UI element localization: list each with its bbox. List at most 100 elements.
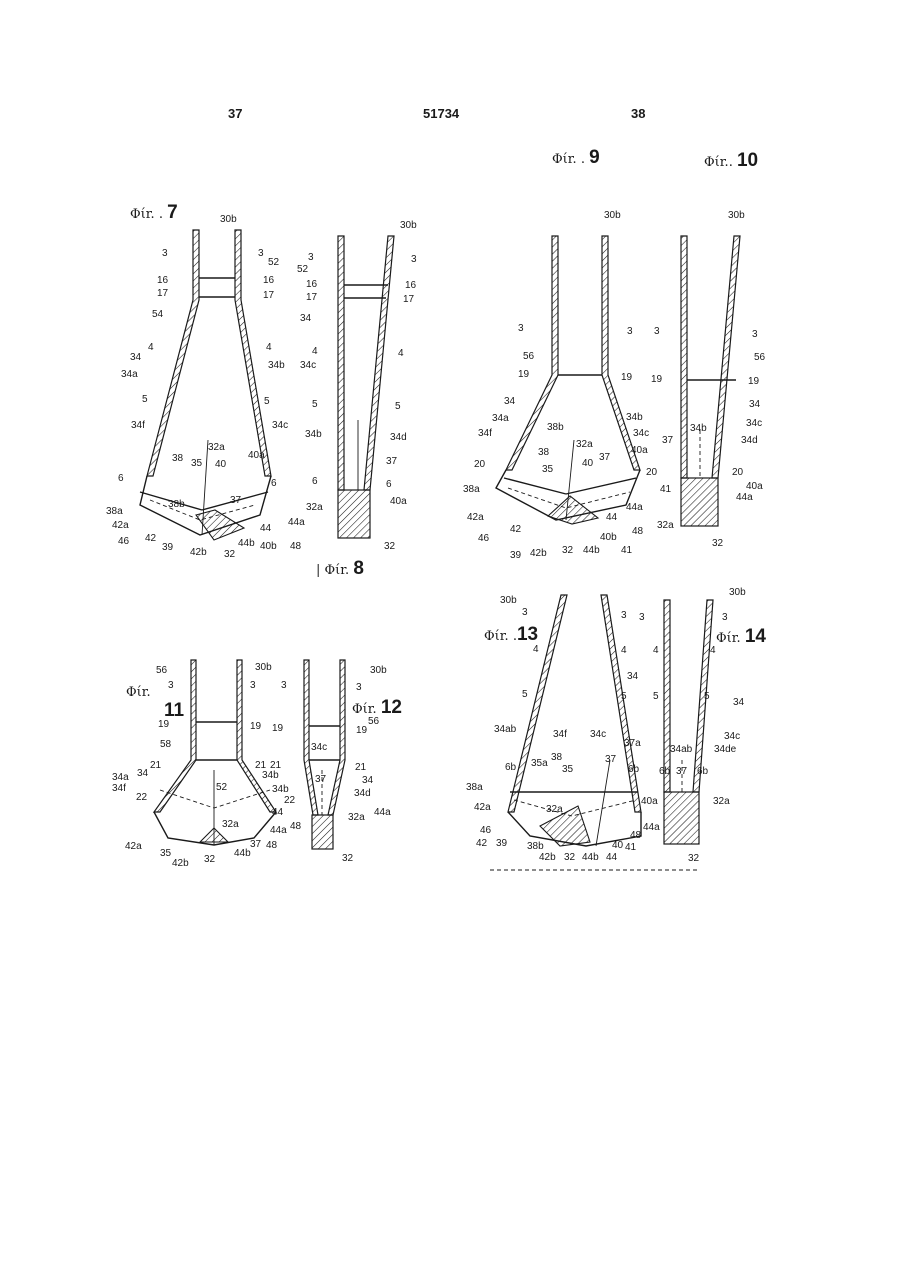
part-number-label: 38 [551,752,563,763]
part-number-label: 17 [403,294,415,305]
part-number-label: 3 [654,326,660,337]
part-number-label: 34a [112,772,129,783]
part-number-label: 44a [643,822,660,833]
part-number-label: 30b [604,210,621,221]
part-number-label: 30b [500,595,517,606]
part-number-label: 35 [542,464,554,475]
part-number-label: 21 [355,762,367,773]
part-number-label: 44 [272,807,284,818]
part-number-label: 37 [676,766,688,777]
part-number-label: 34b [272,784,289,795]
part-number-label: 20 [474,459,486,470]
part-number-label: 39 [510,550,522,561]
part-number-label: 44b [234,848,251,859]
part-number-label: 37 [315,774,327,785]
part-number-label: 56 [368,716,380,727]
part-number-label: 40b [260,541,277,552]
part-number-label: 35a [531,758,548,769]
part-number-label: 34b [690,423,707,434]
part-number-label: 5 [522,689,528,700]
part-number-label: 22 [284,795,296,806]
part-number-label: 32a [713,796,730,807]
part-number-label: 3 [627,326,633,337]
part-number-label: 37 [386,456,398,467]
part-number-label: 44b [238,538,255,549]
fig7-labels: 30b 3 3 52 16 16 17 17 54 34 4 4 34a 34b… [106,214,305,560]
part-number-label: 3 [411,254,417,265]
part-number-label: 3 [752,329,758,340]
part-number-label: 6b [628,764,640,775]
part-number-label: 40a [641,796,658,807]
part-number-label: 3 [281,680,287,691]
part-number-label: 32a [222,819,239,830]
part-number-label: 39 [162,542,174,553]
part-number-label: 34a [492,413,509,424]
part-number-label: 32a [208,442,225,453]
part-number-label: 3 [308,252,314,263]
part-number-label: 44a [736,492,753,503]
part-number-label: 32 [564,852,576,863]
part-number-label: 38 [538,447,550,458]
part-number-label: 56 [523,351,535,362]
part-number-label: 30b [729,587,746,598]
part-number-label: 34c [633,428,649,439]
part-number-label: 34a [121,369,138,380]
part-number-label: 5 [704,691,710,702]
part-number-label: 52 [268,257,280,268]
part-number-label: 48 [290,821,302,832]
part-number-label: 4 [312,346,318,357]
part-number-label: 3 [250,680,256,691]
part-number-label: 3 [722,612,728,623]
part-number-label: 48 [266,840,278,851]
part-number-label: 32a [348,812,365,823]
part-number-label: 6b [505,762,517,773]
part-number-label: 34ab [494,724,517,735]
part-number-label: 30b [255,662,272,673]
part-number-label: 34 [733,697,745,708]
part-number-label: 19 [518,369,530,380]
part-number-label: 30b [370,665,387,676]
part-number-label: 19 [621,372,633,383]
part-number-label: 4 [266,342,272,353]
part-number-label: 44b [583,545,600,556]
part-number-label: 44a [374,807,391,818]
part-number-label: 30b [728,210,745,221]
part-number-label: 6 [271,478,277,489]
part-number-label: 46 [118,536,130,547]
part-number-label: 34d [741,435,758,446]
part-number-label: 34 [137,768,149,779]
part-number-label: 40a [248,450,265,461]
part-number-label: 34f [131,420,145,431]
part-number-label: 38b [168,499,185,510]
part-number-label: 16 [263,275,275,286]
part-number-label: 48 [290,541,302,552]
part-number-label: 44a [288,517,305,528]
part-number-label: 16 [306,279,318,290]
part-number-label: 44a [626,502,643,513]
part-number-label: 56 [156,665,168,676]
part-number-label: 20 [732,467,744,478]
part-number-label: 38b [527,841,544,852]
part-number-label: 34f [478,428,492,439]
part-number-label: 42 [476,838,488,849]
part-number-label: 42 [510,524,522,535]
part-number-label: 34 [749,399,761,410]
part-number-label: 42 [145,533,157,544]
part-number-label: 42a [467,512,484,523]
part-number-label: 32 [384,541,396,552]
part-number-label: 5 [142,394,148,405]
part-number-label: 35 [562,764,574,775]
part-number-label: 3 [356,682,362,693]
part-number-label: 34f [112,783,126,794]
part-number-label: 34b [262,770,279,781]
part-number-label: 41 [660,484,672,495]
part-number-label: 34c [300,360,316,371]
part-number-label: 34de [714,744,737,755]
part-number-label: 40a [746,481,763,492]
part-number-label: 35 [191,458,203,469]
part-number-label: 42b [539,852,556,863]
part-number-label: 40a [390,496,407,507]
part-number-label: 34 [300,313,312,324]
part-number-label: 30b [400,220,417,231]
part-number-label: 20 [646,467,658,478]
